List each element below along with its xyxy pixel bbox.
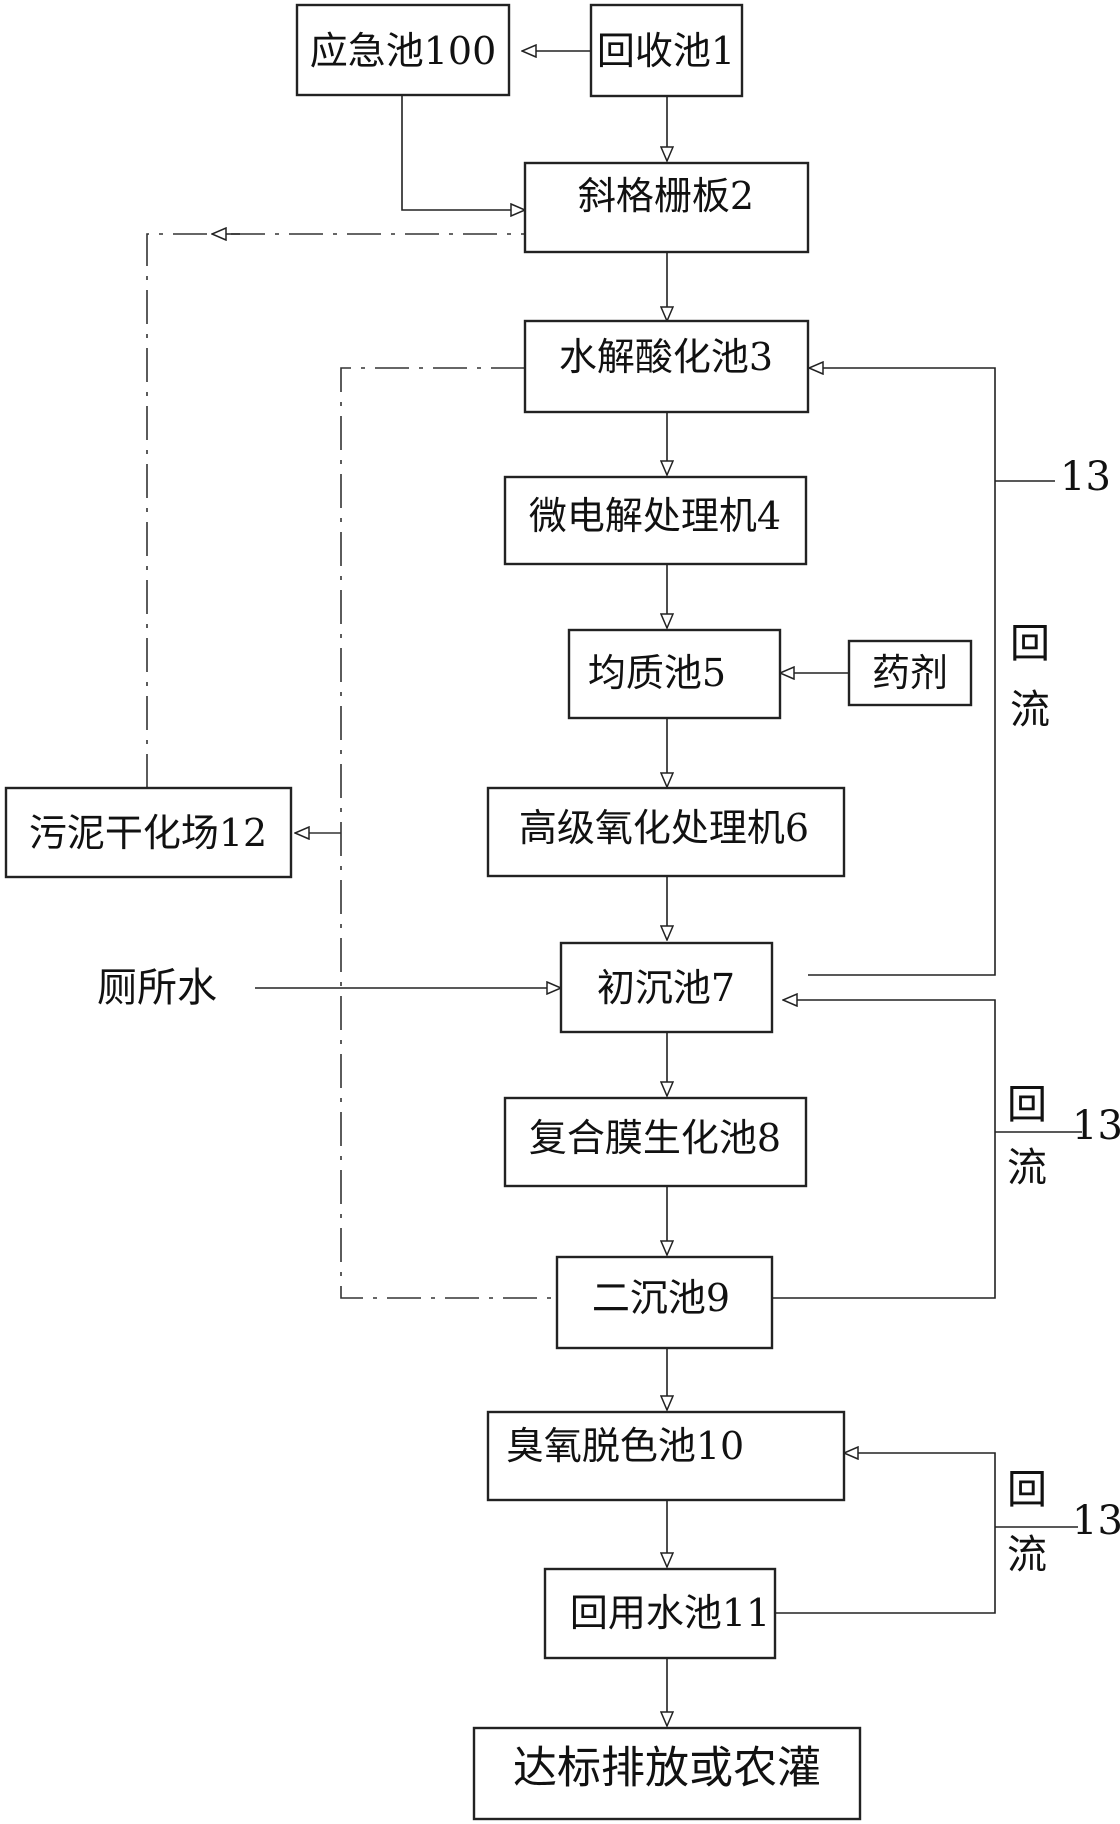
node-reagent: 药剂 xyxy=(847,639,973,707)
node-screen: 斜格栅板2 xyxy=(523,161,810,254)
reflux-lines xyxy=(772,368,1082,1614)
reflux-label-2-bottom: 流 xyxy=(1007,1145,1047,1191)
reflux-loop-secondary-to-primary xyxy=(772,1000,996,1299)
reflux-ref-2: 13 xyxy=(1072,1103,1120,1149)
sludge-return-line xyxy=(146,233,525,788)
label-equalization: 均质池5 xyxy=(588,651,726,695)
node-discharge: 达标排放或农灌 xyxy=(472,1726,862,1821)
node-emergency-pool: 应急池100 xyxy=(295,3,511,97)
label-hydrolysis: 水解酸化池3 xyxy=(559,335,773,379)
node-hydrolysis: 水解酸化池3 xyxy=(523,319,810,414)
label-advanced-oxidation: 高级氧化处理机6 xyxy=(519,806,809,850)
reflux-label-1-bottom: 流 xyxy=(1010,687,1050,733)
reflux-label-1-top: 回 xyxy=(1010,621,1050,667)
reflux-label-3-top: 回 xyxy=(1007,1467,1047,1513)
label-primary-settling: 初沉池7 xyxy=(597,966,735,1010)
reflux-label-3-bottom: 流 xyxy=(1007,1532,1047,1578)
reflux-loop-primary-to-hydrolysis xyxy=(808,368,996,976)
node-advanced-oxidation: 高级氧化处理机6 xyxy=(486,786,846,878)
sludge-lines xyxy=(146,233,557,1299)
node-reuse-pool: 回用水池11 xyxy=(543,1567,777,1660)
label-recovery-pool: 回收池1 xyxy=(597,29,735,73)
reflux-ref-3: 13 xyxy=(1072,1498,1120,1544)
label-emergency-pool: 应急池100 xyxy=(310,29,497,73)
reflux-label-2: 回 流 13 xyxy=(1007,1082,1120,1191)
node-micro-electrolysis: 微电解处理机4 xyxy=(503,475,808,566)
reflux-loop-reuse-to-ozone xyxy=(775,1453,996,1614)
reflux-label-2-top: 回 xyxy=(1007,1082,1047,1128)
label-sludge-drying: 污泥干化场12 xyxy=(29,811,267,855)
node-secondary-settling: 二沉池9 xyxy=(555,1255,774,1350)
reflux-ref-1: 13 xyxy=(1060,454,1111,500)
label-discharge: 达标排放或农灌 xyxy=(513,1743,821,1794)
label-reagent: 药剂 xyxy=(872,651,948,695)
label-micro-electrolysis: 微电解处理机4 xyxy=(529,494,781,538)
label-toilet-water: 厕所水 xyxy=(97,965,217,1011)
label-reuse-pool: 回用水池11 xyxy=(570,1591,770,1635)
arrow-emergency-to-screen xyxy=(401,95,525,210)
node-membrane-bio: 复合膜生化池8 xyxy=(503,1096,808,1188)
node-equalization: 均质池5 xyxy=(567,628,782,720)
label-secondary-settling: 二沉池9 xyxy=(592,1276,730,1320)
main-flow-lines xyxy=(255,51,849,1726)
node-recovery-pool: 回收池1 xyxy=(589,3,744,98)
label-membrane-bio: 复合膜生化池8 xyxy=(529,1116,781,1160)
reflux-label-3: 回 流 13 xyxy=(1007,1467,1120,1578)
node-sludge-drying: 污泥干化场12 xyxy=(4,786,293,879)
node-primary-settling: 初沉池7 xyxy=(559,941,774,1034)
node-ozone: 臭氧脱色池10 xyxy=(486,1410,846,1502)
label-ozone: 臭氧脱色池10 xyxy=(506,1424,744,1468)
reflux-label-1: 回 流 13 xyxy=(1010,454,1111,733)
label-screen: 斜格栅板2 xyxy=(578,174,754,218)
